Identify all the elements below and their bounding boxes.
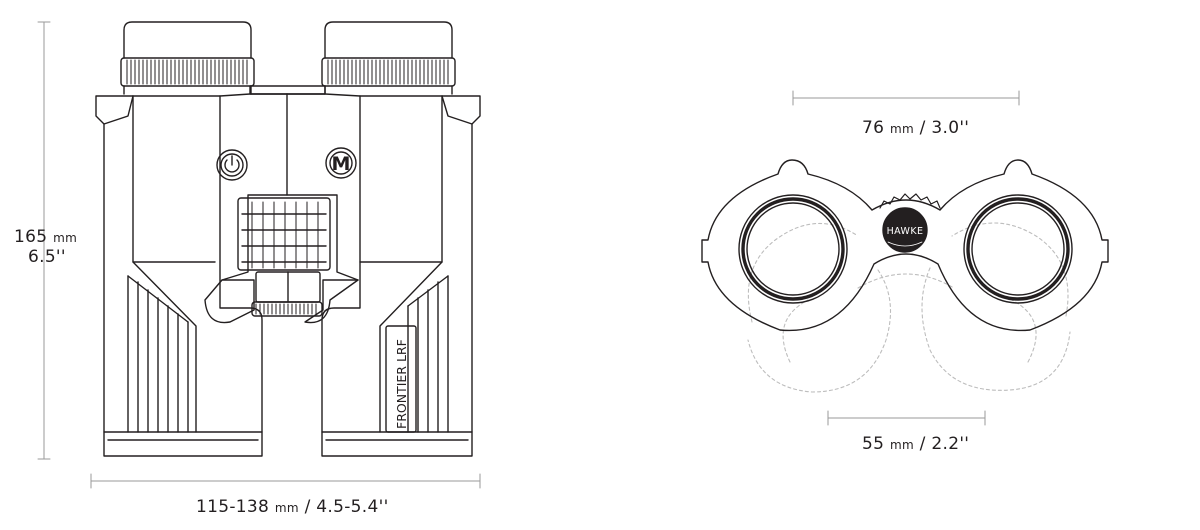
eyepiece-width-dimension-line [827,410,986,426]
brand-badge: HAWKE [882,207,928,253]
binocular-top-view: HAWKE [701,159,1109,393]
objective-width-label: 76 mm / 3.0'' [862,118,970,138]
top-view-housing [701,159,1109,332]
hinge-gear [879,193,941,209]
right-barrel [321,95,481,457]
model-label: FRONTIER LRF [394,339,409,429]
objective-width-dimension-line [792,90,1020,106]
focus-wheel[interactable] [237,197,331,317]
brand-badge-label: HAWKE [887,226,924,237]
binocular-front-view: M FRONTIER LRF [95,21,481,457]
power-button[interactable] [216,149,248,181]
width-dimension-line [90,473,481,489]
eyepiece-width-label: 55 mm / 2.2'' [862,434,970,454]
eyecup-knurling [126,59,449,85]
left-objective-lens [738,194,848,304]
mode-button[interactable]: M [325,147,357,179]
height-imperial-label: 6.5'' [28,247,66,267]
width-label: 115-138 mm / 4.5-5.4'' [196,497,389,517]
hinge-top [249,85,326,95]
height-dimension-line [37,21,51,460]
mode-button-label: M [332,153,351,175]
right-objective-lens [963,194,1073,304]
power-icon [224,159,240,173]
model-label-plate: FRONTIER LRF [385,325,417,433]
left-eyecup [120,21,255,95]
height-label: 165 mm [14,227,78,247]
center-bridge [204,93,361,324]
